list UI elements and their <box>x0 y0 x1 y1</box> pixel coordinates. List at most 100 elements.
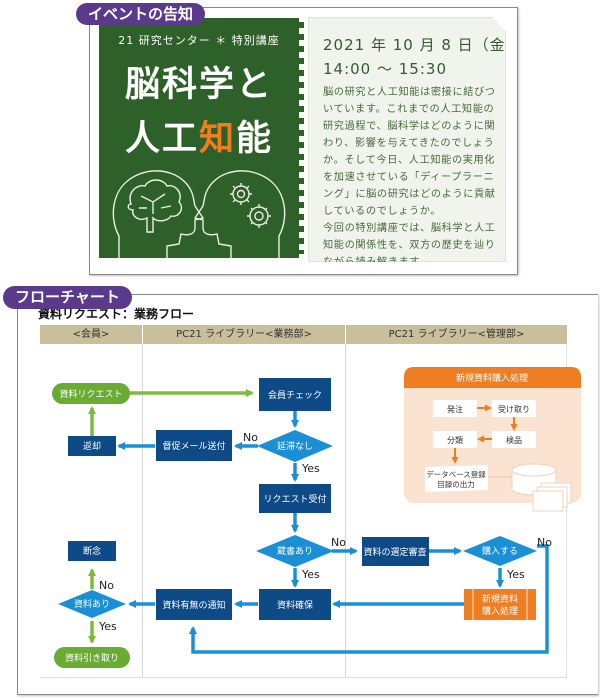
node-reminder: 督促メール送付 <box>156 430 232 461</box>
flowchart-tag: フローチャート <box>3 286 132 309</box>
node-member-check-label: 会員チェック <box>268 389 322 401</box>
node-available-decision: 資料あり <box>58 590 126 618</box>
step-classify <box>433 431 477 448</box>
board-edge-tooth <box>294 58 304 64</box>
event-description: 脳の研究と人工知能は密接に結びついています。これまでの人工知能の研究過程で、脳科… <box>323 84 503 262</box>
node-new-purchase: 新規資料 購入処理 <box>464 589 536 620</box>
node-secure-label: 資料確保 <box>277 599 313 611</box>
node-accept: リクエスト受付 <box>259 484 331 513</box>
node-pickup-label: 資料引き取り <box>65 652 119 664</box>
step-receive <box>492 400 536 417</box>
head-left-icon <box>112 170 205 258</box>
node-in-stock-label: 蔵書あり <box>277 545 313 557</box>
board-edge-tooth <box>294 22 304 28</box>
step-inspect <box>492 431 536 448</box>
board-edge-tooth <box>294 166 304 172</box>
purchase-process-panel: 新規資料購入処理 発注 受け取り 検品 分類 データベース登録 目録の出力 <box>404 367 581 512</box>
label-yes: Yes <box>98 620 117 633</box>
board-edge-tooth <box>294 250 304 254</box>
step-receive-label: 受け取り <box>498 404 530 414</box>
lane-divider <box>345 344 346 677</box>
step-order-label: 発注 <box>447 404 463 414</box>
node-request: 資料リクエスト <box>52 383 130 404</box>
board-edge-decoration <box>294 22 304 254</box>
board-edge-tooth <box>294 94 304 100</box>
node-purchase-decision: 購入する <box>463 536 537 566</box>
step-db-label: データベース登録 <box>426 469 486 479</box>
label-no: No <box>243 431 258 444</box>
node-selection-label: 資料の選定審査 <box>363 546 426 558</box>
node-request-label: 資料リクエスト <box>59 388 122 400</box>
label-no: No <box>331 536 346 549</box>
node-return: 返却 <box>68 436 116 456</box>
board-edge-tooth <box>294 142 304 148</box>
description-paragraph: 脳の研究と人工知能は密接に結びついています。これまでの人工知能の研究過程で、脳科… <box>323 87 496 217</box>
node-notify-label: 資料有無の通知 <box>162 599 225 611</box>
board-edge-tooth <box>294 46 304 52</box>
node-new-purchase-label: 購入処理 <box>482 605 518 617</box>
lane-header-operations: PC21 ライブラリー<業務部> <box>143 325 345 344</box>
board-edge-tooth <box>294 130 304 136</box>
title-part: 能 <box>236 119 274 159</box>
step-catalog-label: 目録の出力 <box>437 479 475 489</box>
lane-divider <box>142 344 143 677</box>
documents-icon <box>532 482 572 512</box>
node-accept-label: リクエスト受付 <box>263 493 326 505</box>
brain-icon <box>127 179 183 233</box>
board-edge-tooth <box>294 178 304 184</box>
board-edge-tooth <box>294 190 304 196</box>
head-right-icon <box>193 170 286 258</box>
node-overdue-label: 延滞なし <box>277 440 313 452</box>
purchase-panel-title: 新規資料購入処理 <box>456 372 528 384</box>
label-yes: Yes <box>301 462 320 475</box>
node-in-stock-decision: 蔵書あり <box>256 535 334 567</box>
board-edge-tooth <box>294 34 304 40</box>
lane-header-management: PC21 ライブラリー<管理部> <box>346 325 567 344</box>
node-give-up-label: 断念 <box>83 545 101 557</box>
title-part: 人工 <box>124 119 199 159</box>
description-paragraph: 今回の特別講座では、脳科学と人工知能の関係性を、双方の歴史を辿りながら読み解きま… <box>323 223 496 262</box>
label-no: No <box>537 536 552 549</box>
label-yes: Yes <box>506 568 525 581</box>
node-pickup: 資料引き取り <box>54 647 130 668</box>
node-secure: 資料確保 <box>259 589 331 620</box>
event-notice-tag: イベントの告知 <box>76 3 206 25</box>
node-purchase-label: 購入する <box>482 545 518 557</box>
lane-border <box>566 344 567 677</box>
board-edge-tooth <box>294 226 304 232</box>
board-edge-tooth <box>294 70 304 76</box>
event-title-line2: 人工知能 <box>99 110 299 161</box>
node-member-check: 会員チェック <box>259 378 331 411</box>
board-edge-tooth <box>294 202 304 208</box>
board-edge-tooth <box>294 106 304 112</box>
node-new-purchase-label: 新規資料 <box>482 593 518 605</box>
node-overdue-decision: 延滞なし <box>257 430 333 462</box>
lane-border <box>40 677 567 678</box>
label-yes: Yes <box>301 568 320 581</box>
event-subtitle: 21 研究センター ＊ 特別講座 <box>118 34 280 47</box>
step-inspect-label: 検品 <box>506 435 522 445</box>
node-reminder-label: 督促メール送付 <box>162 440 225 452</box>
board-edge-tooth <box>294 238 304 244</box>
brain-and-gears-heads-icon <box>112 170 286 258</box>
title-accent-char: 知 <box>198 119 236 159</box>
database-output-doc <box>425 465 488 492</box>
lane-header-member: <会員> <box>40 325 142 344</box>
event-info-panel: 2021 年 10 月 8 日（金） 14:00 ～ 15:30 脳の研究と人工… <box>308 17 506 262</box>
event-time: 14:00 ～ 15:30 <box>323 60 447 78</box>
board-edge-tooth <box>294 214 304 220</box>
board-edge-tooth <box>294 82 304 88</box>
flowchart-title: 資料リクエスト：業務フロー <box>38 307 195 321</box>
event-title-line1: 脳科学と <box>124 65 273 105</box>
node-give-up: 断念 <box>68 541 116 561</box>
label-no: No <box>99 579 114 592</box>
node-selection: 資料の選定審査 <box>362 537 429 566</box>
event-date: 2021 年 10 月 8 日（金） <box>323 36 522 54</box>
board-edge-tooth <box>294 118 304 124</box>
step-order <box>433 400 477 417</box>
board-edge-tooth <box>294 154 304 160</box>
node-available-label: 資料あり <box>74 598 110 610</box>
event-chalkboard: 21 研究センター ＊ 特別講座 脳科学と 人工知能 <box>99 18 299 258</box>
node-notify: 資料有無の通知 <box>156 589 232 620</box>
